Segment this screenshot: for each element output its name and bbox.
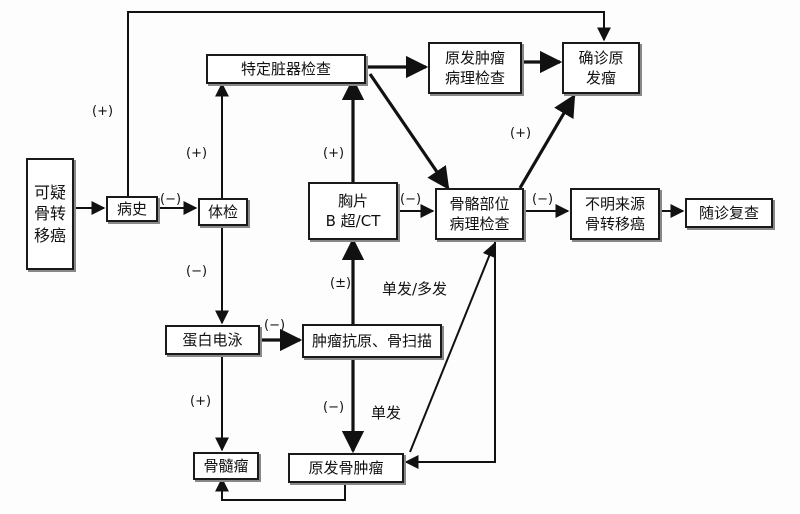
label-antigen-plusminus: (±) [330,276,352,291]
label-history-negative: (−) [160,192,182,207]
label-skeletal-positive: (+) [510,126,532,141]
node-tumor-antigen-bone-scan: 肿瘤抗原、骨扫描 [302,324,442,358]
node-medical-history: 病史 [106,196,158,222]
node-primary-bone-tumor: 原发骨肿瘤 [288,453,404,483]
label-chest-positive: (+) [323,146,345,161]
label-single-multiple: 单发/多发 [382,280,448,298]
label-electrophoresis-negative: (−) [264,318,286,333]
node-follow-up: 随诊复查 [685,198,773,228]
node-specific-organ-exam: 特定脏器检查 [206,54,366,84]
edge-organ-to-skeletal [368,73,450,190]
node-primary-tumor-pathology: 原发肿瘤 病理检查 [428,42,522,94]
label-antigen-negative: (−) [323,400,345,415]
label-exam-positive: (+) [186,146,208,161]
node-protein-electrophoresis: 蛋白电泳 [165,325,260,355]
label-electrophoresis-positive: (+) [190,394,212,409]
label-history-positive: (+) [92,104,114,119]
label-skeletal-negative: (−) [532,192,554,207]
edge-skeletal-to-confirm [518,94,576,189]
edge-history-to-confirm [127,11,611,196]
node-suspected-bone-metastasis: 可疑 骨转 移癌 [26,158,74,270]
node-confirm-primary: 确诊原 发瘤 [562,42,640,94]
label-chest-negative: (−) [400,192,422,207]
node-unknown-origin-metastasis: 不明来源 骨转移癌 [570,188,660,240]
label-single: 单发 [371,404,402,422]
node-myeloma: 骨髓瘤 [193,452,259,480]
node-skeletal-site-pathology: 骨骼部位 病理检查 [435,188,524,240]
edge-primary-bone-to-skeletal [409,242,496,453]
node-physical-exam: 体检 [198,198,248,226]
edge-skeletal-to-primary-bone [404,240,496,469]
label-exam-negative: (−) [186,264,208,279]
node-chest-film-ct: 胸片 B 超/CT [308,182,398,240]
edge-primary-bone-to-myeloma [215,477,346,501]
